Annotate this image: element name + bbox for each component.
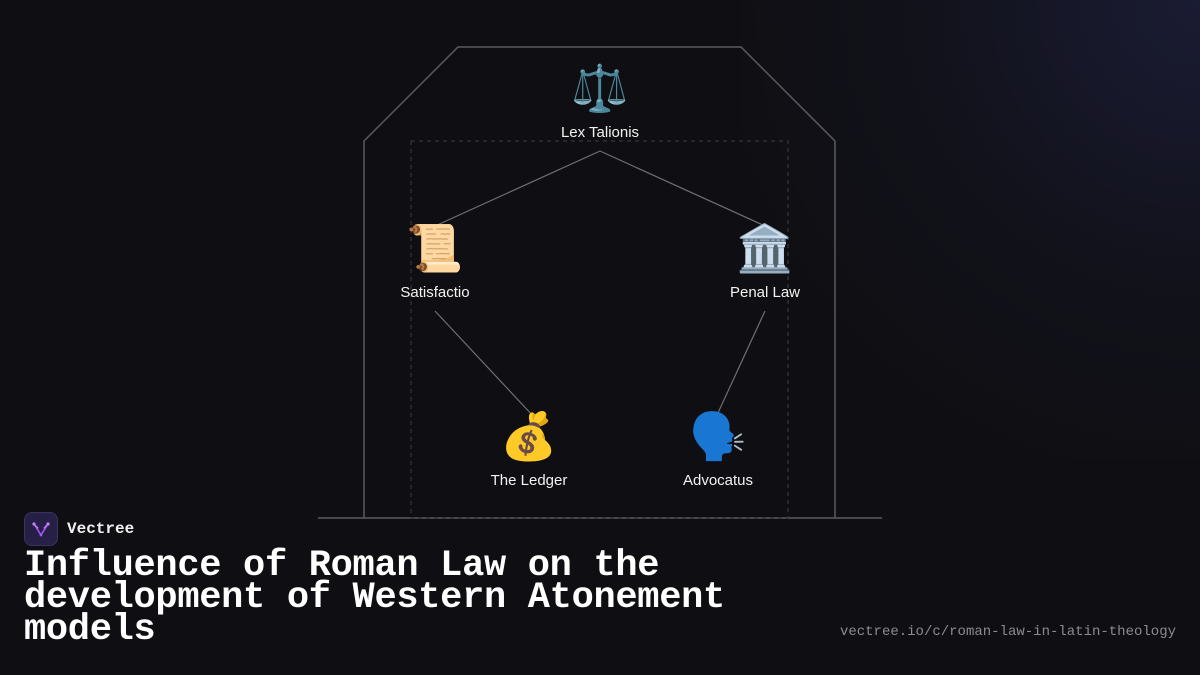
speaking-head-icon: 🗣️ <box>689 409 747 463</box>
scroll-icon: 📜 <box>406 221 464 275</box>
node-label: Satisfactio <box>400 284 470 301</box>
node-label: Penal Law <box>729 284 801 301</box>
node-label: Lex Talionis <box>560 124 640 141</box>
background-glow <box>740 0 1200 460</box>
house-outline <box>363 46 836 518</box>
edge-lex-penal <box>599 150 766 227</box>
brand: Vectree <box>24 512 134 546</box>
edge-layer <box>434 150 766 419</box>
edge-lex-satisfactio <box>434 150 601 227</box>
node-label: The Ledger <box>490 472 568 489</box>
source-url[interactable]: vectree.io/c/roman-law-in-latin-theology <box>839 624 1176 640</box>
scales-icon: ⚖️ <box>571 61 629 115</box>
edge-satisfactio-ledger <box>434 310 536 419</box>
node-penal[interactable]: 🏛️ Penal Law <box>685 220 845 301</box>
classical-building-icon: 🏛️ <box>736 221 794 275</box>
edge-penal-advocatus <box>716 310 766 416</box>
brand-name: Vectree <box>67 520 135 538</box>
node-advocatus[interactable]: 🗣️ Advocatus <box>638 408 798 489</box>
money-bag-icon: 💰 <box>500 409 558 463</box>
page-title: Influence of Roman Law on the developmen… <box>24 545 725 651</box>
node-lex[interactable]: ⚖️ Lex Talionis <box>520 60 680 141</box>
node-satisfactio[interactable]: 📜 Satisfactio <box>355 220 515 301</box>
node-label: Advocatus <box>682 472 754 489</box>
vectree-logo-icon <box>24 512 58 546</box>
node-ledger[interactable]: 💰 The Ledger <box>449 408 609 489</box>
